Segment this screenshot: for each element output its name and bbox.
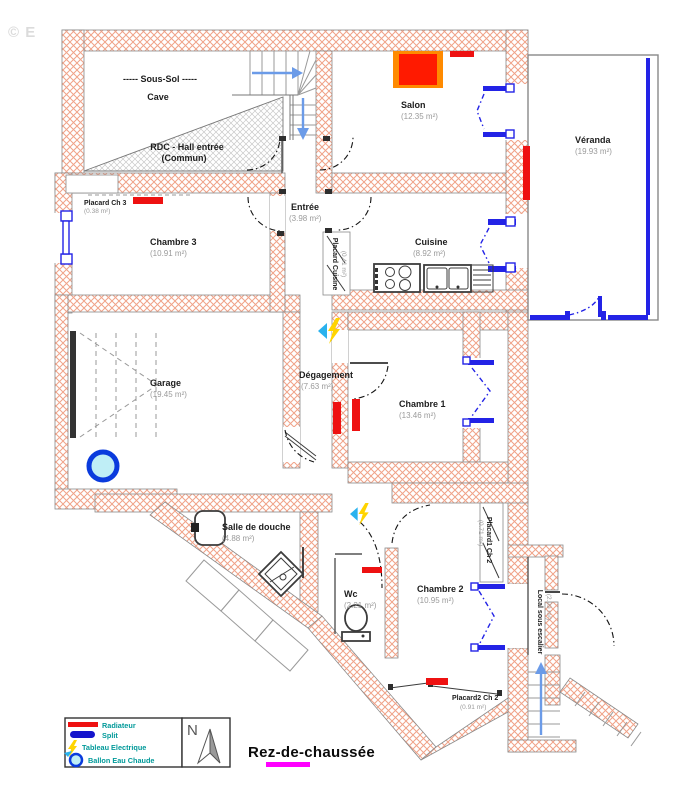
chambre3-window	[60, 210, 73, 265]
room-label-sous-sol: ----- Sous-Sol -----	[123, 74, 197, 84]
room-label-douche: Salle de douche	[222, 522, 291, 532]
basement-access-stairs	[528, 662, 560, 738]
radiator-icon	[333, 402, 341, 434]
radiator-icon	[133, 197, 163, 204]
water-heater-icon	[86, 449, 120, 483]
room-area-chambre3: (10.91 m²)	[150, 249, 187, 258]
radiator-icon	[523, 146, 530, 200]
room-label-entree: Entrée	[291, 202, 319, 212]
plan-title: Rez-de-chaussée	[248, 744, 375, 767]
room-area-salon: (12.35 m²)	[401, 112, 438, 121]
washbasin-icon	[191, 510, 226, 546]
room-label-placard-ch3: Placard Ch 3	[84, 200, 127, 207]
windows	[60, 83, 516, 652]
room-labels: ----- Sous-Sol ----- Cave RDC - Hall ent…	[84, 74, 612, 711]
shower-tray-icon	[257, 550, 305, 598]
room-area-douche: (4.88 m²)	[222, 534, 255, 543]
radiator-icon	[352, 399, 360, 431]
north-indicator: N	[181, 717, 231, 768]
legend-label-radiateur: Radiateur	[102, 721, 136, 730]
placard2-ch2-doors	[389, 682, 498, 695]
room-area-cuisine: (8.92 m²)	[413, 249, 446, 258]
room-area-placard-cuisine: (0.41 m²)	[340, 251, 347, 277]
electrical-panel-icon	[350, 503, 369, 526]
legend-label-tableau: Tableau Electrique	[82, 743, 146, 752]
chambre1-window	[462, 356, 494, 427]
room-label-salon: Salon	[401, 100, 426, 110]
exterior-steps-bottom-right	[574, 691, 642, 747]
room-area-local-escalier: (2.99 m²)	[545, 594, 552, 620]
room-label-placard2-ch2: Placard2 Ch 2	[452, 695, 498, 702]
toilet-icon	[341, 604, 371, 642]
chambre2-window	[470, 582, 505, 652]
room-label-hall: RDC - Hall entrée	[150, 142, 224, 152]
legend-label-split: Split	[102, 731, 118, 740]
room-area-placard-ch3: (0.38 m²)	[84, 208, 110, 215]
room-area-wc: (2.21 m²)	[344, 601, 377, 610]
room-label-chambre1: Chambre 1	[399, 399, 446, 409]
room-area-hall: (Commun)	[162, 153, 207, 163]
electrical-panel-legend-icon	[64, 740, 77, 757]
room-label-cave: Cave	[147, 92, 169, 102]
common-staircase	[232, 50, 317, 140]
veranda-structure	[527, 54, 659, 321]
garage-degagement-door-leaf	[284, 431, 317, 461]
thin-partitions	[88, 140, 560, 695]
room-area-garage: (19.45 m²)	[150, 390, 187, 399]
hall-common-area	[83, 96, 284, 172]
exterior-terrace-steps	[185, 559, 309, 672]
veranda-door-leaf	[598, 296, 602, 317]
room-area-placard1-ch2: (0.71 m²)	[477, 520, 484, 546]
room-label-veranda: Véranda	[575, 135, 612, 145]
radiators	[133, 51, 530, 685]
garage-door	[70, 331, 158, 438]
room-label-local-escalier: Local sous escalier	[536, 590, 543, 655]
stove-icon	[373, 263, 421, 293]
room-area-chambre2: (10.95 m²)	[417, 596, 454, 605]
room-label-chambre3: Chambre 3	[150, 237, 197, 247]
cuisine-window	[479, 216, 516, 273]
salon-veranda-french-window	[476, 83, 515, 139]
radiator-legend-icon	[68, 722, 98, 727]
door-swing-arcs	[246, 136, 615, 647]
room-label-cuisine: Cuisine	[415, 237, 448, 247]
room-label-wc: Wc	[344, 589, 358, 599]
electrical-panel-icon	[318, 318, 340, 344]
legend: Radiateur Split Tableau Electrique Ballo…	[64, 717, 183, 768]
room-label-garage: Garage	[150, 378, 181, 388]
split-legend-icon	[70, 731, 95, 738]
room-label-degagement: Dégagement	[299, 370, 353, 380]
kitchen-sink-icon	[423, 264, 494, 293]
watermark: © E	[8, 24, 37, 41]
veranda-glass-wall	[646, 58, 650, 315]
room-area-degagement: (7.63 m²)	[301, 382, 334, 391]
room-area-chambre1: (13.46 m²)	[399, 411, 436, 420]
room-area-veranda: (19.93 m²)	[575, 147, 612, 156]
water-heater-legend-icon	[68, 752, 84, 768]
page-title: Rez-de-chaussée	[248, 744, 375, 761]
radiator-icon	[362, 567, 382, 573]
fireplace-icon	[393, 51, 443, 88]
title-underline	[266, 762, 310, 767]
placard1-ch2-box	[479, 502, 504, 583]
room-label-placard1-ch2: Placard1 Ch 2	[485, 517, 492, 563]
placard-cuisine-box	[322, 231, 351, 296]
room-area-placard2-ch2: (0.91 m²)	[460, 704, 486, 711]
legend-label-ballon: Ballon Eau Chaude	[88, 756, 155, 765]
room-label-placard-cuisine: Placard Cuisine	[331, 238, 338, 291]
north-label: N	[187, 722, 198, 739]
radiator-icon	[450, 51, 474, 57]
room-area-entree: (3.98 m²)	[289, 214, 322, 223]
radiator-icon	[426, 678, 448, 685]
room-label-chambre2: Chambre 2	[417, 584, 464, 594]
veranda-door-arc	[568, 296, 600, 316]
